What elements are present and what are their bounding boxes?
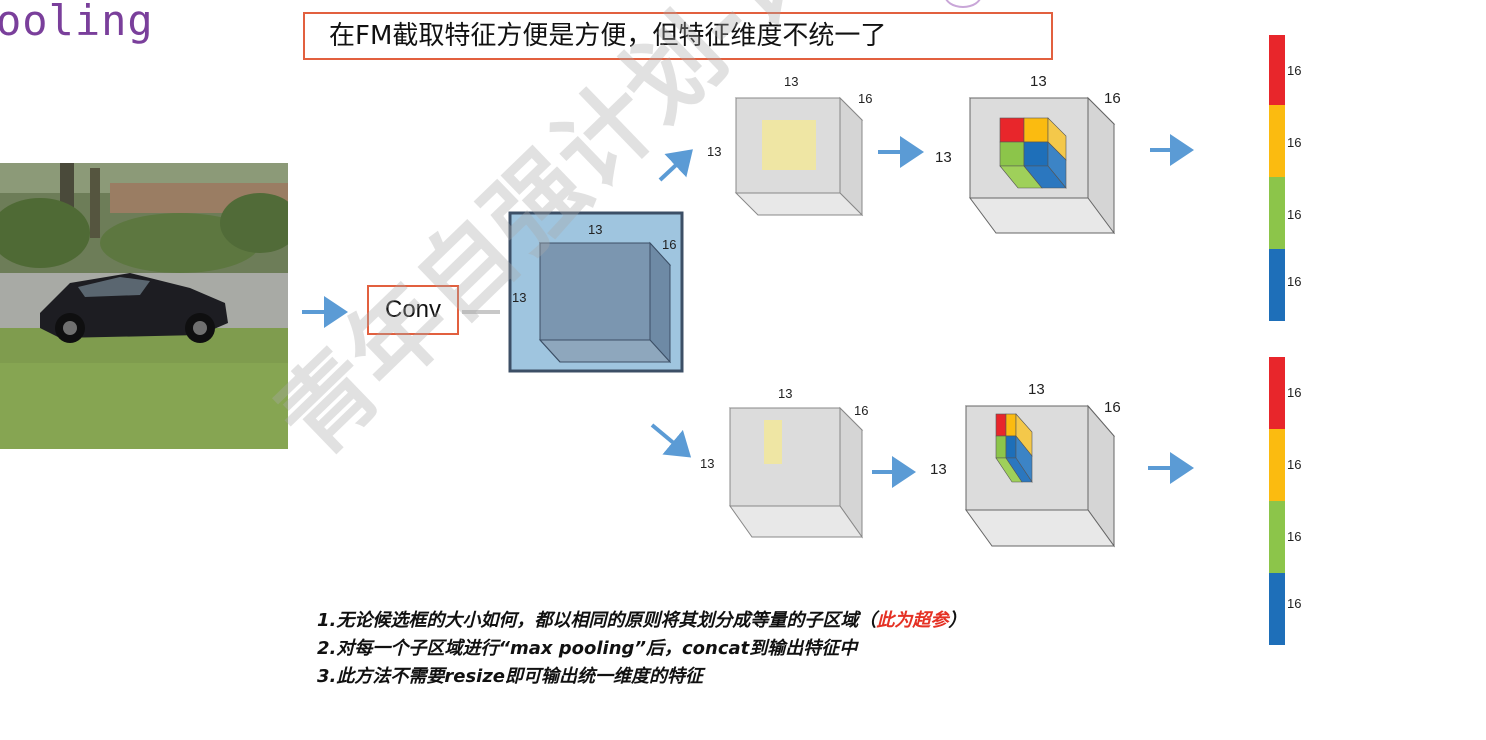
top-roi-depth-label: 16	[858, 91, 872, 106]
top-vector-segment-green	[1269, 177, 1285, 249]
step-3: 3.此方法不需要resize即可输出统一维度的特征	[317, 663, 966, 691]
top-pooled-depth-label: 16	[1104, 90, 1121, 107]
top-vector-label-4: 16	[1287, 274, 1301, 289]
top-pooled-grid	[1000, 118, 1066, 188]
step-2: 2.对每一个子区域进行“max pooling”后，concat到输出特征中	[317, 635, 966, 663]
top-vector-segment-yellow	[1269, 105, 1285, 177]
bottom-roi-depth-label: 16	[854, 403, 868, 418]
bottom-vector-label-4: 16	[1287, 596, 1301, 611]
top-vector-label-2: 16	[1287, 135, 1301, 150]
bottom-vector-segment-blue	[1269, 573, 1285, 645]
bottom-roi-width-label: 13	[778, 386, 792, 401]
arrow-fm-to-bottom-roi	[652, 425, 688, 455]
bottom-roi-height-label: 13	[700, 456, 714, 471]
step-1-text: 1.无论候选框的大小如何，都以相同的原则将其划分成等量的子区域（	[317, 610, 876, 631]
fm-width-label: 13	[588, 222, 602, 237]
bottom-vector-segment-red	[1269, 357, 1285, 429]
step-1-end: ）	[948, 610, 966, 631]
top-roi-region	[762, 120, 816, 170]
top-vector-segment-red	[1269, 35, 1285, 105]
bottom-pooled-width-label: 13	[1028, 381, 1045, 398]
fm-height-label: 13	[512, 290, 526, 305]
arrow-fm-to-top-roi	[660, 152, 690, 180]
top-roi-width-label: 13	[784, 74, 798, 89]
bottom-output-vector	[1269, 357, 1285, 645]
bottom-pooled-depth-label: 16	[1104, 399, 1121, 416]
top-vector-label-1: 16	[1287, 63, 1301, 78]
top-vector-label-3: 16	[1287, 207, 1301, 222]
top-output-vector	[1269, 35, 1285, 321]
bottom-vector-label-3: 16	[1287, 529, 1301, 544]
bottom-vector-segment-green	[1269, 501, 1285, 573]
fm-depth-label: 16	[662, 237, 676, 252]
top-pooled-height-label: 13	[935, 149, 952, 166]
bottom-roi-region	[764, 420, 782, 464]
step-1: 1.无论候选框的大小如何，都以相同的原则将其划分成等量的子区域（此为超参）	[317, 607, 966, 635]
bottom-vector-segment-yellow	[1269, 429, 1285, 501]
steps-list: 1.无论候选框的大小如何，都以相同的原则将其划分成等量的子区域（此为超参） 2.…	[317, 607, 966, 691]
bottom-pooled-height-label: 13	[930, 461, 947, 478]
top-roi-height-label: 13	[707, 144, 721, 159]
top-pooled-width-label: 13	[1030, 73, 1047, 90]
bottom-vector-label-2: 16	[1287, 457, 1301, 472]
bottom-roi-cube	[730, 408, 862, 537]
top-vector-segment-blue	[1269, 249, 1285, 321]
top-pooled-cube	[970, 98, 1114, 233]
top-roi-cube	[736, 98, 862, 215]
step-1-highlight: 此为超参	[876, 610, 948, 631]
bottom-vector-label-1: 16	[1287, 385, 1301, 400]
bottom-pooled-cube	[966, 406, 1114, 546]
